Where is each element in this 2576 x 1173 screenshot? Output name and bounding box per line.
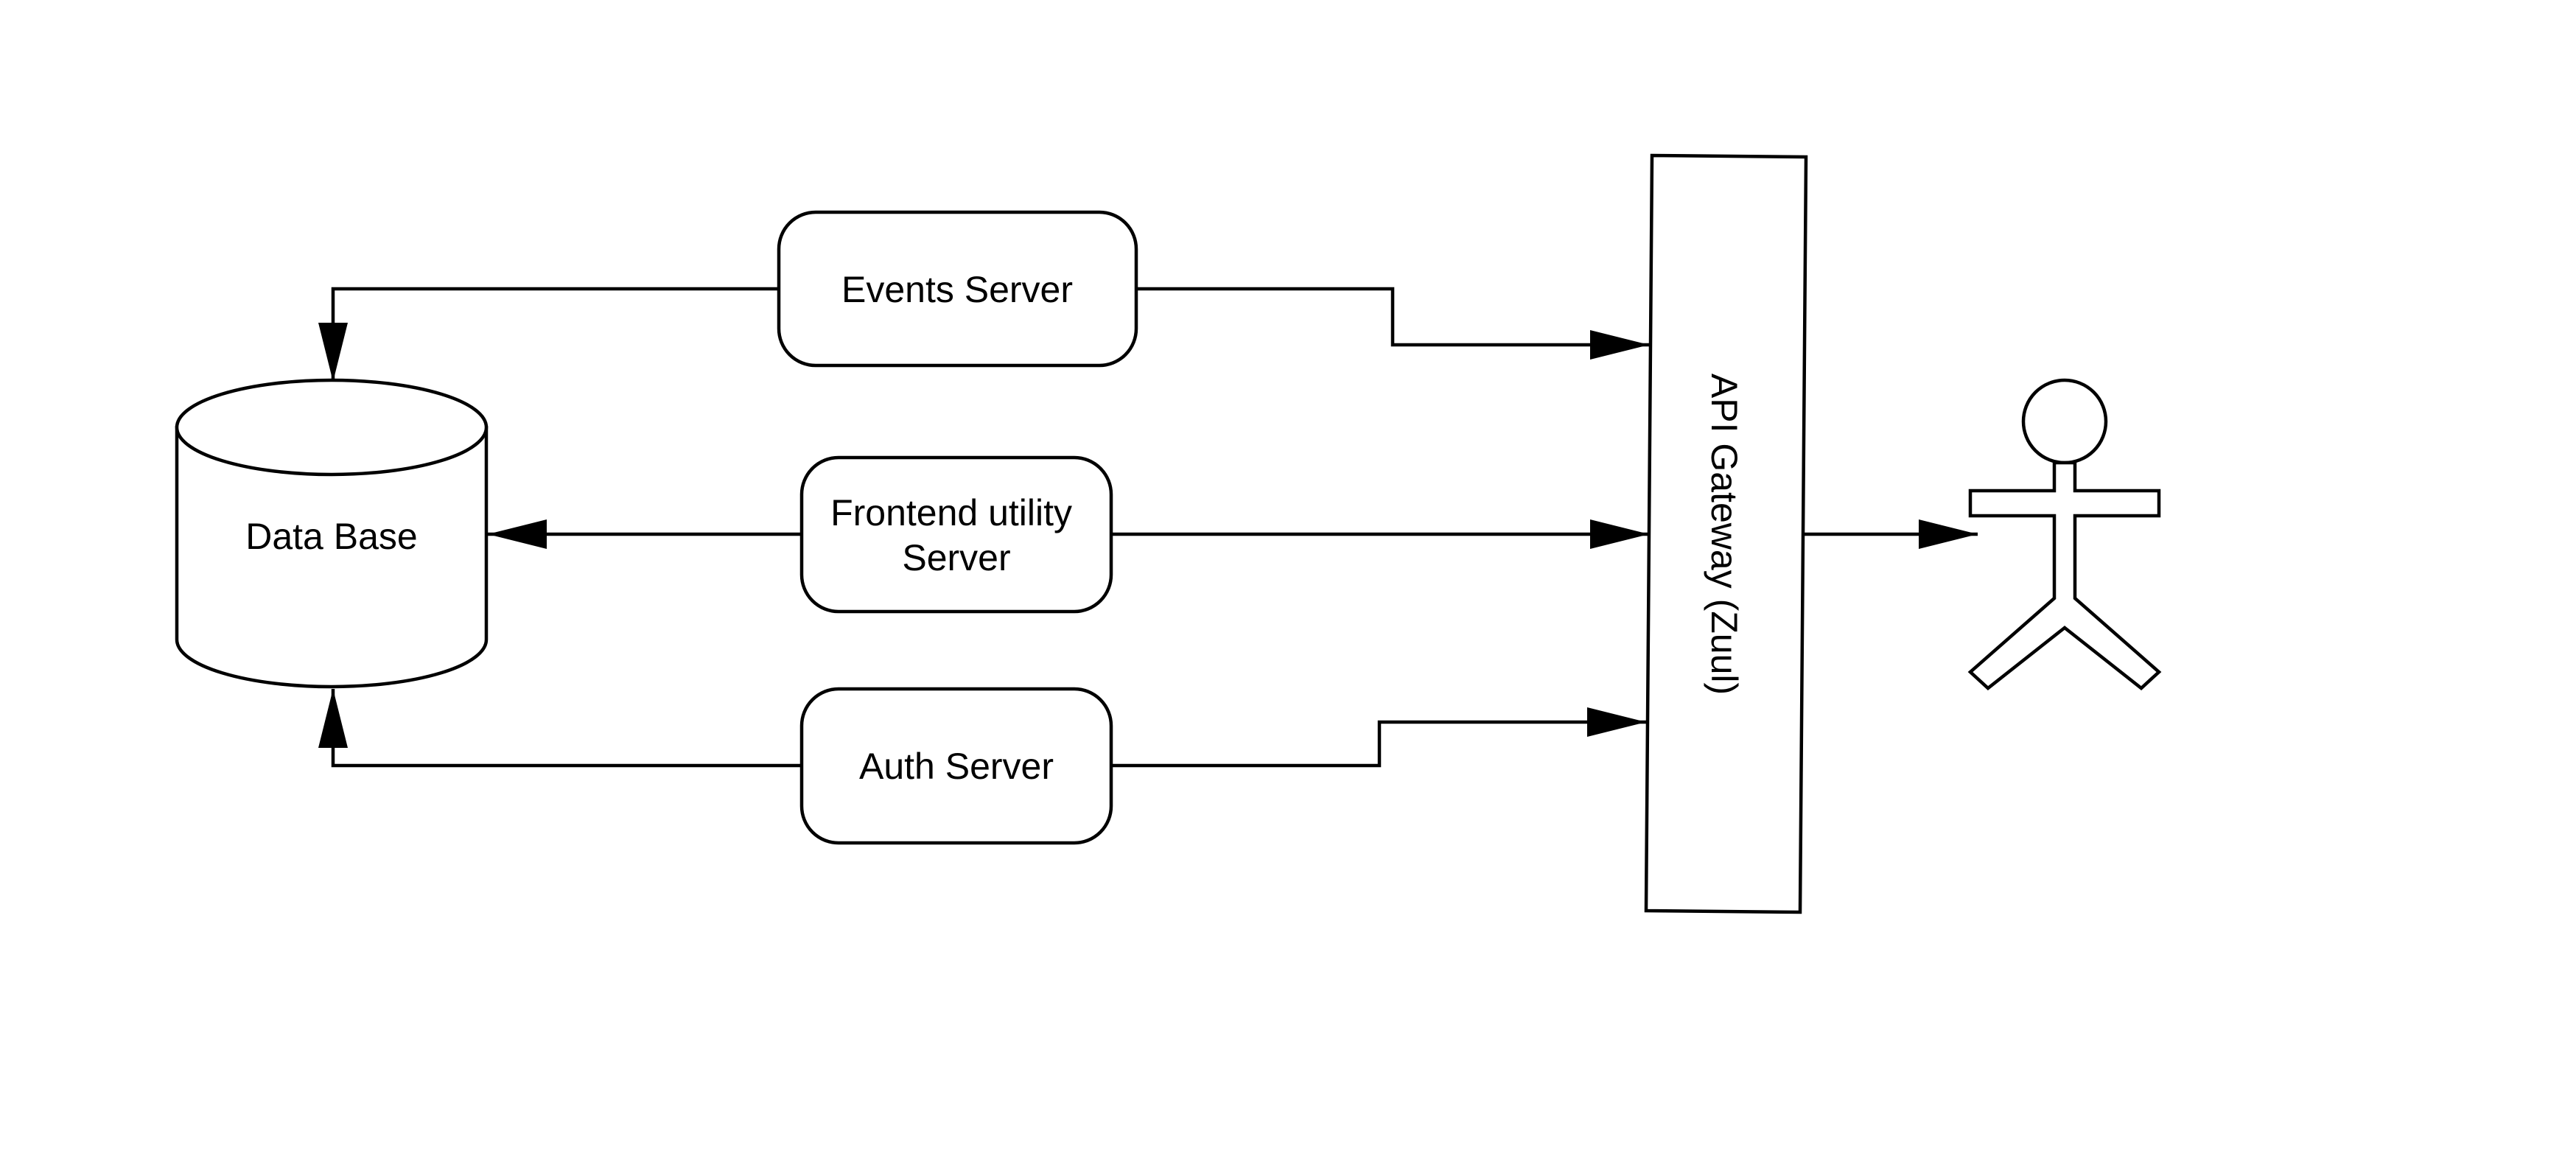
edge-auth-gateway [1052, 707, 1646, 780]
edge-events-to-database [318, 287, 779, 382]
api-gateway-label: API Gateway (Zuul) [1704, 374, 1745, 695]
api-gateway-node: API Gateway (Zuul) [1644, 153, 1808, 914]
database-cylinder-body [175, 425, 489, 689]
user-icon [1967, 378, 2162, 690]
database-node: Data Base [175, 378, 489, 689]
frontend-server-label-line-2: Server [902, 537, 1010, 578]
auth-server-box [799, 687, 1113, 845]
events-server-box [777, 210, 1138, 368]
frontend-server-box [799, 455, 1113, 614]
edge-events-gateway [1077, 274, 1649, 360]
events-server-label: Events Server [841, 269, 1073, 310]
frontend-server-node: Frontend utility Server [799, 455, 1113, 614]
frontend-server-label: Frontend utility Server [830, 492, 1082, 578]
auth-server-label: Auth Server [859, 746, 1054, 787]
events-server-node: Events Server [777, 210, 1138, 368]
user-head [2021, 378, 2108, 465]
user-body [1967, 461, 2162, 690]
api-gateway-box [1644, 153, 1808, 914]
edge-auth-to-database [318, 689, 802, 768]
frontend-server-label-line-1: Frontend utility [830, 492, 1072, 533]
database-label: Data Base [245, 516, 417, 557]
database-cylinder-top [175, 378, 489, 477]
auth-server-node: Auth Server [799, 687, 1113, 845]
